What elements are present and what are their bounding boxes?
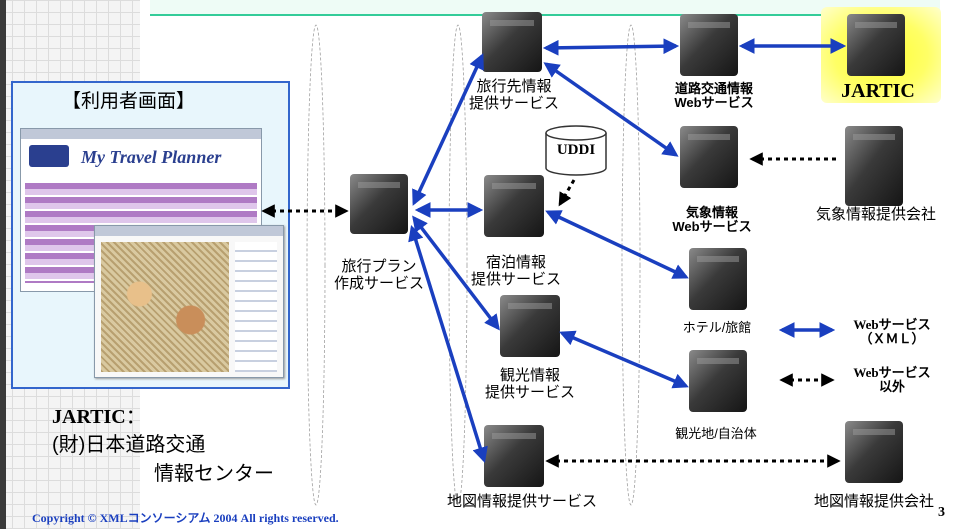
label-destination-service: 旅行先情報 提供サービス bbox=[468, 78, 560, 112]
server-icon bbox=[845, 126, 903, 206]
legend-non-web-service-label: Webサービス 以外 bbox=[853, 365, 931, 395]
jartic-note-line2: 情報センター bbox=[154, 463, 274, 485]
label-weather-company: 気象情報提供会社 bbox=[815, 206, 937, 223]
server-icon bbox=[845, 421, 903, 483]
window-title-bar bbox=[21, 129, 261, 139]
top-strip bbox=[150, 0, 940, 16]
server-icon bbox=[680, 14, 738, 76]
map-window-screenshot bbox=[94, 225, 284, 378]
server-icon bbox=[484, 175, 544, 237]
arrow-sightseeing-municipality bbox=[559, 330, 689, 389]
server-icon bbox=[482, 12, 542, 72]
page-number: 3 bbox=[938, 505, 945, 520]
legend-web-service-label: Webサービス （ＸＭＬ） bbox=[853, 317, 931, 347]
network-ellipse bbox=[306, 24, 326, 506]
server-icon bbox=[350, 174, 408, 234]
server-icon bbox=[689, 248, 747, 310]
jartic-note-line1: (財)日本道路交通 bbox=[52, 434, 206, 456]
label-plan-service: 旅行プラン 作成サービス bbox=[333, 258, 425, 292]
label-municipality: 観光地/自治体 bbox=[675, 426, 757, 441]
label-jartic: JARTIC bbox=[841, 80, 915, 102]
server-icon bbox=[484, 425, 544, 487]
network-ellipse bbox=[621, 24, 641, 506]
app-logo bbox=[29, 145, 69, 167]
arrow-uddi-lodging bbox=[558, 179, 576, 207]
label-sightseeing-service: 観光情報 提供サービス bbox=[484, 367, 576, 401]
label-hotel: ホテル/旅館 bbox=[682, 320, 752, 335]
arrow-destination-weather bbox=[543, 62, 679, 157]
label-map-company: 地図情報提供会社 bbox=[813, 493, 935, 510]
web-service-arrows bbox=[408, 38, 847, 464]
label-lodging-service: 宿泊情報 提供サービス bbox=[470, 254, 562, 288]
user-screen-title: 【利用者画面】 bbox=[62, 91, 196, 112]
arrow-destination-road bbox=[542, 38, 680, 56]
label-weather-web-service: 気象情報 Webサービス bbox=[672, 205, 752, 235]
map-image bbox=[101, 242, 229, 372]
non-web-arrows bbox=[261, 152, 841, 468]
left-edge-bar bbox=[0, 0, 6, 529]
server-icon bbox=[689, 350, 747, 412]
label-uddi: UDDI bbox=[556, 142, 596, 158]
label-map-service: 地図情報提供サービス bbox=[446, 493, 598, 510]
copyright-footer: Copyright © XMLコンソーシアム 2004 All rights r… bbox=[32, 511, 339, 525]
window-title-bar bbox=[95, 226, 283, 236]
arrow-plan-destination bbox=[412, 53, 484, 206]
server-icon bbox=[500, 295, 560, 357]
server-icon bbox=[847, 14, 905, 76]
arrow-plan-map bbox=[408, 224, 488, 464]
server-icon bbox=[680, 126, 738, 188]
arrow-lodging-hotel bbox=[545, 210, 689, 279]
jartic-note-term: JARTIC： bbox=[52, 405, 146, 428]
servers bbox=[350, 12, 905, 487]
jartic-note-abbrev: JARTIC bbox=[52, 406, 126, 428]
jartic-note-colon: ： bbox=[125, 406, 146, 428]
label-road-web-service: 道路交通情報 Webサービス bbox=[674, 81, 754, 111]
app-title: My Travel Planner bbox=[81, 147, 222, 167]
map-side-panel bbox=[235, 242, 277, 372]
